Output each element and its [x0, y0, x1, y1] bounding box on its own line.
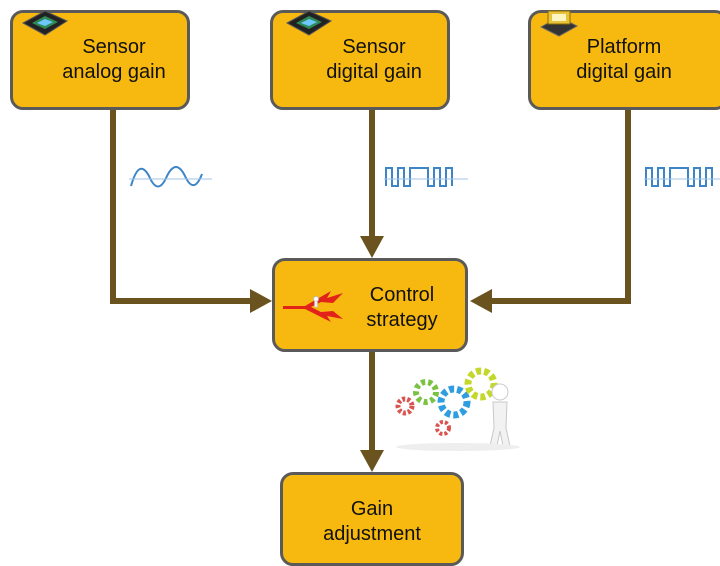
gear-icon — [437, 385, 471, 419]
node-label: Sensor analog gain — [62, 36, 166, 83]
arrowhead-gain — [360, 450, 384, 472]
gears-figure-icon — [395, 367, 520, 451]
node-sensor-digital-gain: Sensor digital gain — [270, 10, 450, 110]
sine-wave-icon — [130, 166, 203, 188]
gear-icon — [435, 420, 451, 436]
connector-analog-to-control — [110, 110, 258, 304]
sensor-chip-icon — [285, 10, 333, 36]
gear-icon — [464, 367, 498, 401]
crossroads-arrow-icon — [283, 291, 343, 322]
figure-body — [489, 401, 511, 447]
arrowheads — [250, 236, 492, 472]
connectors — [110, 110, 631, 458]
arrowhead-analog — [250, 289, 272, 313]
figure-head — [491, 383, 509, 401]
gear-icon — [413, 379, 439, 405]
figure-shadow — [396, 443, 520, 451]
node-gain-adjustment: Gain adjustment — [280, 472, 464, 566]
node-label: Platform digital gain — [576, 36, 672, 83]
square-wave-icon — [385, 167, 453, 187]
platform-chip-icon — [539, 10, 579, 37]
node-control-strategy: Control strategy — [272, 258, 468, 352]
arrowhead-digital — [360, 236, 384, 258]
node-label: Gain adjustment — [323, 498, 421, 545]
square-wave-icon — [645, 167, 713, 187]
sensor-chip-icon — [21, 10, 69, 36]
connector-platform-to-control — [484, 110, 631, 304]
gear-icon — [395, 396, 415, 416]
node-label: Control strategy — [366, 284, 438, 331]
node-platform-digital-gain: Platform digital gain — [528, 10, 720, 110]
node-sensor-analog-gain: Sensor analog gain — [10, 10, 190, 110]
arrowhead-platform — [470, 289, 492, 313]
node-label: Sensor digital gain — [326, 36, 422, 83]
